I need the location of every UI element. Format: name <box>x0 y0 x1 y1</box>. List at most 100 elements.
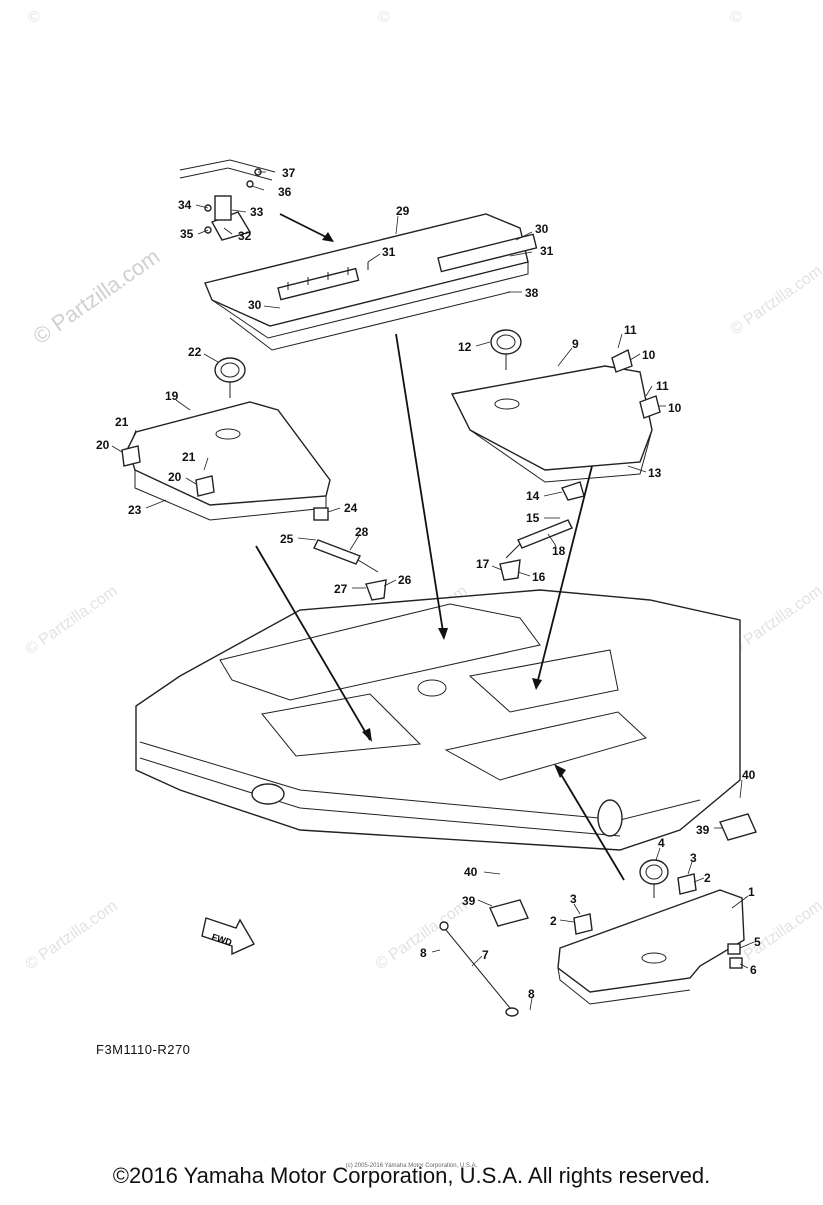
callout-8-lower: 8 <box>528 987 535 1001</box>
hinge-strip-30-left <box>277 267 360 301</box>
arrow-lid1-to-hull <box>555 765 625 881</box>
bracket-16 <box>499 559 521 581</box>
callout-8-upper: 8 <box>420 946 427 960</box>
hinge-2-right <box>677 873 697 895</box>
callout-30-left: 30 <box>248 298 262 312</box>
callout-36: 36 <box>278 185 292 199</box>
callout-3-right: 3 <box>690 851 697 865</box>
left-lid-shell <box>127 401 331 506</box>
callout-14: 14 <box>526 489 540 503</box>
support-rod-7 <box>439 921 519 1017</box>
callout-28: 28 <box>355 525 369 539</box>
callout-labels: 37 36 34 33 35 32 29 30 31 31 30 38 22 1… <box>96 166 761 1001</box>
hull-storage-right <box>468 649 619 713</box>
callout-10-upper: 10 <box>642 348 656 362</box>
top-lid-29 <box>204 213 538 351</box>
arrowhead-1 <box>322 232 334 242</box>
hull-storage-front <box>444 711 647 781</box>
front-lid-1 <box>557 859 745 1005</box>
watermark-left-3: © Partzilla.com <box>23 898 121 974</box>
callout-11-lower: 11 <box>656 379 669 393</box>
gas-strut-28 <box>313 507 387 601</box>
callout-37: 37 <box>282 166 296 180</box>
latch-block-39-upper <box>719 813 757 841</box>
arrow-lid29-to-hull <box>395 333 445 639</box>
hinge-10-lower <box>639 395 661 419</box>
hull-deck-plate <box>417 679 447 697</box>
callout-6: 6 <box>750 963 757 977</box>
callout-5: 5 <box>754 935 761 949</box>
right-lid-gasket-13 <box>469 429 653 483</box>
hinge-20-left <box>121 445 141 467</box>
callout-39-upper: 39 <box>696 823 710 837</box>
fwd-arrow-shape <box>201 917 255 956</box>
callout-23: 23 <box>128 503 142 517</box>
latch-block-39-lower <box>489 899 529 927</box>
callout-1: 1 <box>748 885 755 899</box>
arrow-lid19-to-hull <box>255 545 371 741</box>
leader-lines <box>111 171 755 1011</box>
callout-3-left: 3 <box>570 892 577 906</box>
hinge-plate-33 <box>214 195 232 221</box>
callout-20-left: 20 <box>96 438 110 452</box>
drain-plug-12 <box>490 329 522 370</box>
front-lid-rim <box>557 967 691 1005</box>
fineprint: (c) 2005-2016 Yamaha Motor Corporation, … <box>345 1163 478 1169</box>
arrowhead-4 <box>532 678 542 690</box>
callout-34: 34 <box>178 198 192 212</box>
callout-24: 24 <box>344 501 358 515</box>
hinge-10-upper <box>611 348 633 373</box>
right-lid-hole <box>494 398 520 410</box>
callout-10-lower: 10 <box>668 401 682 415</box>
bracket-26 <box>365 579 387 601</box>
callout-31-mid: 31 <box>382 245 396 259</box>
top-lid-rim <box>211 262 529 339</box>
callout-29: 29 <box>396 204 410 218</box>
washer-36 <box>246 180 254 188</box>
hinge-2-left <box>573 913 593 935</box>
arrowhead-3 <box>362 728 372 742</box>
hull-storage-top <box>219 603 541 701</box>
callout-31-right: 31 <box>540 244 554 258</box>
front-lid-hole <box>641 952 667 964</box>
right-lid-9 <box>450 329 661 501</box>
bumper-6 <box>729 957 743 969</box>
hinge-20-right <box>195 475 215 497</box>
watermark-top-right: © <box>730 9 742 26</box>
bracket-24 <box>313 507 329 521</box>
callout-13: 13 <box>648 466 662 480</box>
watermark-top-mid: © <box>378 9 390 26</box>
callout-12: 12 <box>458 340 472 354</box>
callout-40-upper: 40 <box>742 768 756 782</box>
callout-39-lower: 39 <box>462 894 476 908</box>
callout-26: 26 <box>398 573 412 587</box>
callout-35: 35 <box>180 227 194 241</box>
drain-plug-4 <box>639 859 669 898</box>
hull-storage-left <box>261 693 422 757</box>
catch-14 <box>561 481 585 501</box>
callout-15: 15 <box>526 511 540 525</box>
callout-25: 25 <box>280 532 294 546</box>
callout-22: 22 <box>188 345 202 359</box>
bumper-5 <box>727 943 741 955</box>
callout-30-right: 30 <box>535 222 549 236</box>
figure-code: F3M1110-R270 <box>96 1042 191 1057</box>
watermark-mid-3: © Partzilla.com <box>373 898 471 974</box>
arrowhead-2 <box>438 628 448 640</box>
fwd-direction-symbol: FWD <box>201 917 255 956</box>
callout-2-left: 2 <box>550 914 557 928</box>
callout-32: 32 <box>238 229 252 243</box>
callout-9: 9 <box>572 337 579 351</box>
left-lid-gasket-23 <box>134 470 327 521</box>
callout-21-left: 21 <box>115 415 129 429</box>
callout-40-lower: 40 <box>464 865 478 879</box>
callout-2-right: 2 <box>704 871 711 885</box>
arrow-lid9-to-hull <box>535 465 593 689</box>
callout-11-upper: 11 <box>624 323 637 337</box>
watermark-left-2: © Partzilla.com <box>23 583 121 659</box>
hull-front-vent <box>597 799 623 837</box>
copyright-notice: ©2016 Yamaha Motor Corporation, U.S.A. A… <box>112 1163 711 1188</box>
callout-27: 27 <box>334 582 348 596</box>
